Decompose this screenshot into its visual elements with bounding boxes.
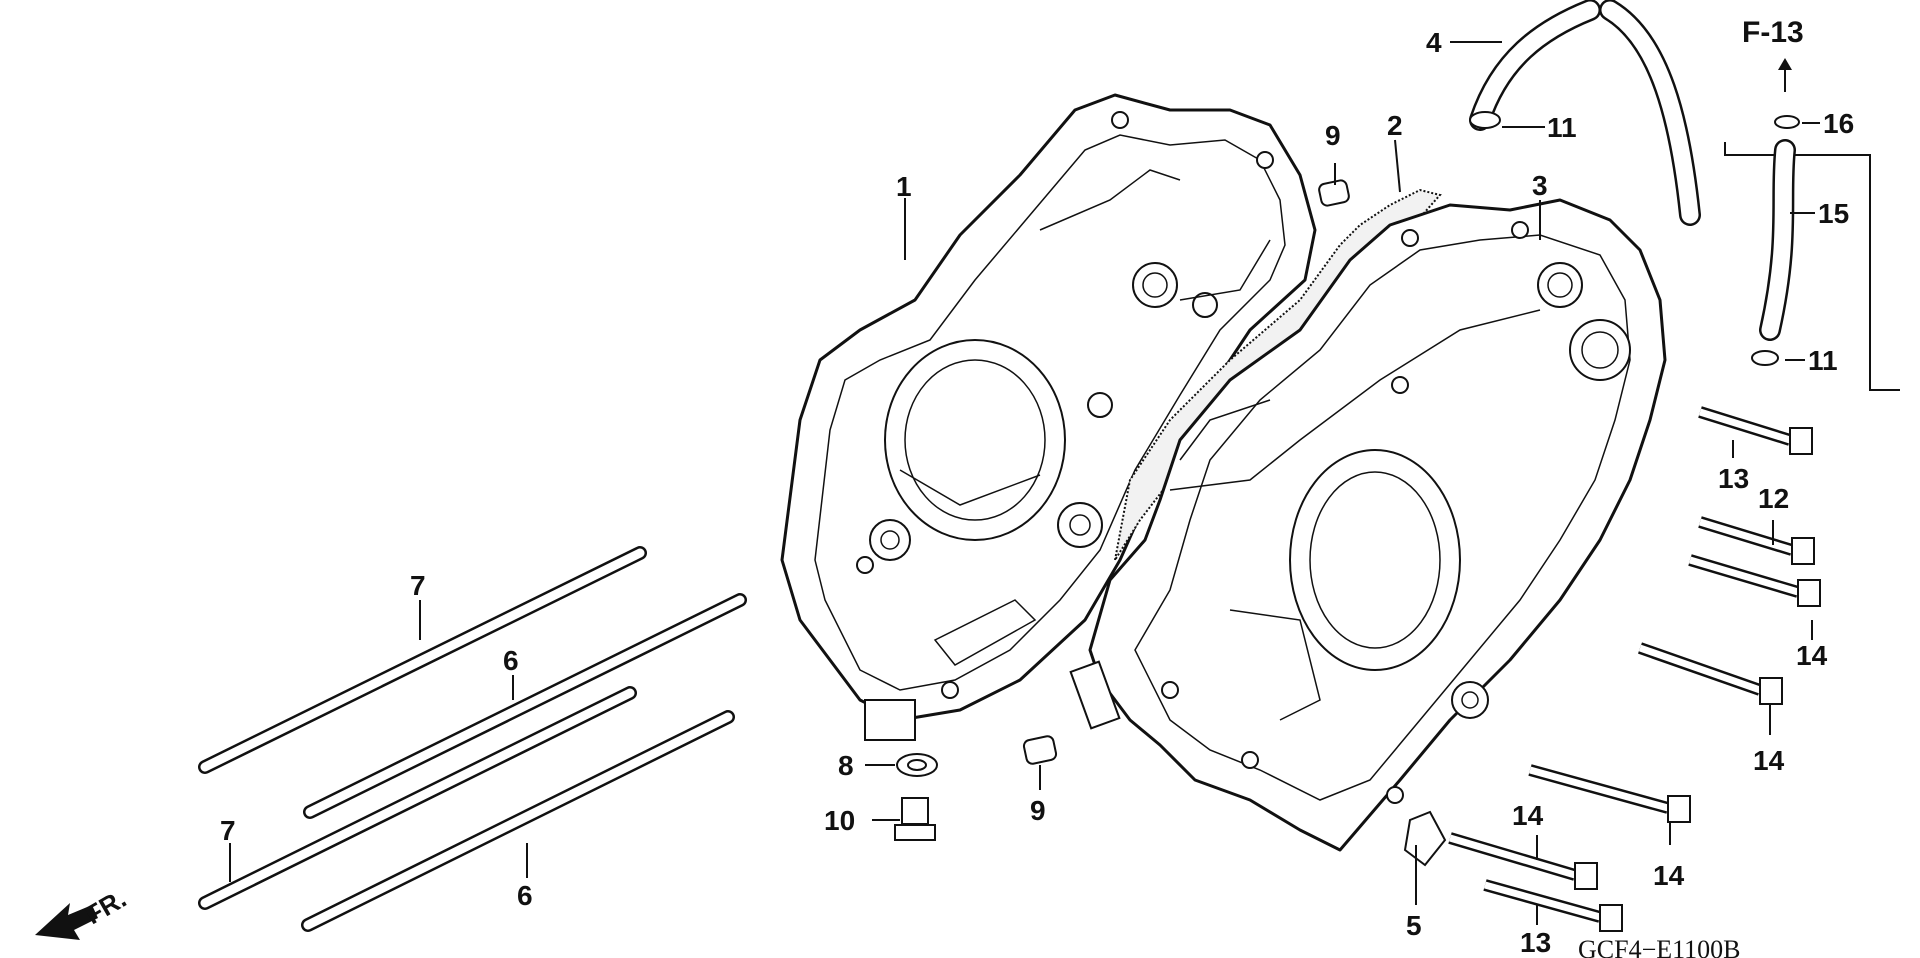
flange-bolt-14-a: [1688, 554, 1821, 607]
tube-clip-upper: [1469, 111, 1501, 129]
front-arrow-icon: [35, 903, 98, 940]
callout-14-d: 14: [1653, 860, 1685, 891]
callout-14-c: 14: [1512, 800, 1544, 831]
callout-2: 2: [1387, 110, 1403, 141]
front-direction-indicator: FR.: [35, 883, 131, 940]
callout-10: 10: [824, 805, 855, 836]
flange-bolt-14-c: [1528, 764, 1691, 823]
flange-bolt-14-d: [1448, 832, 1598, 890]
left-crankcase: [780, 93, 1317, 741]
callout-7-upper: 7: [410, 570, 426, 601]
callout-9-upper: 9: [1325, 120, 1341, 151]
callout-14-b: 14: [1753, 745, 1785, 776]
callout-4: 4: [1426, 27, 1442, 58]
right-crankcase: [1069, 198, 1667, 852]
callout-14-a: 14: [1796, 640, 1828, 671]
stud-bolt-6-lower: [301, 710, 735, 932]
flange-bolt-12: [1698, 516, 1815, 565]
callout-13-lower: 13: [1520, 927, 1551, 958]
callout-13-upper: 13: [1718, 463, 1749, 494]
callout-8: 8: [838, 750, 854, 781]
guide-clip: [1403, 810, 1447, 867]
callout-6-lower: 6: [517, 880, 533, 911]
callout-1: 1: [896, 171, 912, 202]
callout-9-lower: 9: [1030, 795, 1046, 826]
washer: [896, 753, 938, 777]
callout-11-lower: 11: [1808, 345, 1838, 376]
dowel-pin-lower: [1022, 735, 1058, 765]
stud-bolt-7-lower: [198, 686, 637, 910]
callout-12: 12: [1758, 483, 1789, 514]
callout-16: 16: [1823, 108, 1854, 139]
drawing-code: GCF4−E1100B: [1578, 935, 1741, 958]
callout-3: 3: [1532, 170, 1548, 201]
reference-detail-f13: [1724, 58, 1900, 391]
callout-7-lower: 7: [220, 815, 236, 846]
reference-label-f13: F-13: [1742, 16, 1804, 49]
callout-11-upper: 11: [1547, 112, 1577, 143]
breather-tube: [1469, 0, 1701, 226]
flange-bolt-14-b: [1638, 642, 1783, 705]
dowel-pin-upper: [1318, 179, 1350, 207]
stud-bolt-7-upper: [198, 546, 647, 774]
callout-6-upper: 6: [503, 645, 519, 676]
front-direction-label: FR.: [80, 883, 131, 930]
stud-bolt-6-upper: [303, 593, 747, 819]
flange-bolts: [1448, 406, 1821, 932]
drain-bolt: [894, 797, 936, 841]
callout-15: 15: [1818, 198, 1849, 229]
flange-bolt-13-lower: [1483, 879, 1623, 932]
flange-bolt-13-upper: [1698, 406, 1813, 455]
callout-5: 5: [1406, 910, 1422, 941]
leader-lines: [229, 41, 1820, 925]
stud-bolts: [198, 546, 747, 932]
callout-labels: 1 2 3 4 5 6 6 7 7 8 9 9 10 11 11 12 13 1…: [220, 16, 1854, 958]
